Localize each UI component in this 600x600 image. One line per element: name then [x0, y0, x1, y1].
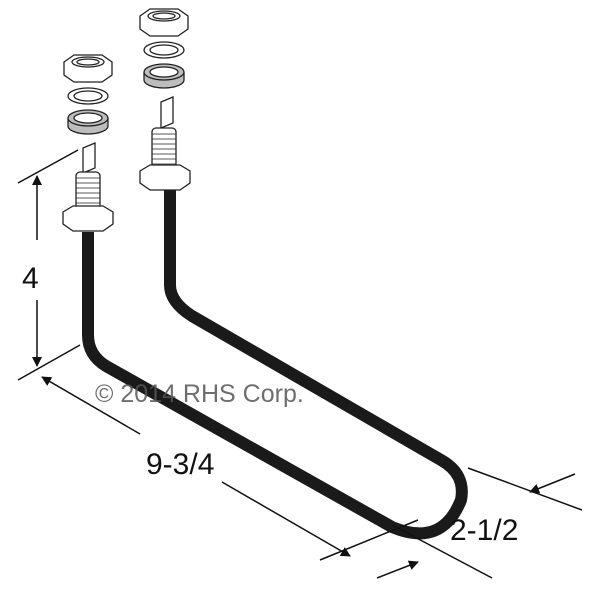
height-dimension: 4 — [22, 262, 39, 295]
heating-tube — [82, 190, 468, 540]
left-base-nut — [62, 205, 114, 232]
right-tab — [160, 96, 174, 129]
dimension-lines — [17, 149, 583, 579]
width-dimension: 2-1/2 — [450, 514, 518, 547]
left-tab — [82, 142, 96, 174]
right-hex-nut — [139, 8, 189, 37]
left-hex-nut — [63, 54, 113, 83]
length-dimension: 9-3/4 — [146, 448, 214, 481]
left-terminal — [62, 54, 114, 232]
right-base-nut — [139, 164, 191, 191]
right-terminal — [139, 8, 191, 191]
copyright-watermark: © 2014 RHS Corp. — [95, 380, 304, 408]
